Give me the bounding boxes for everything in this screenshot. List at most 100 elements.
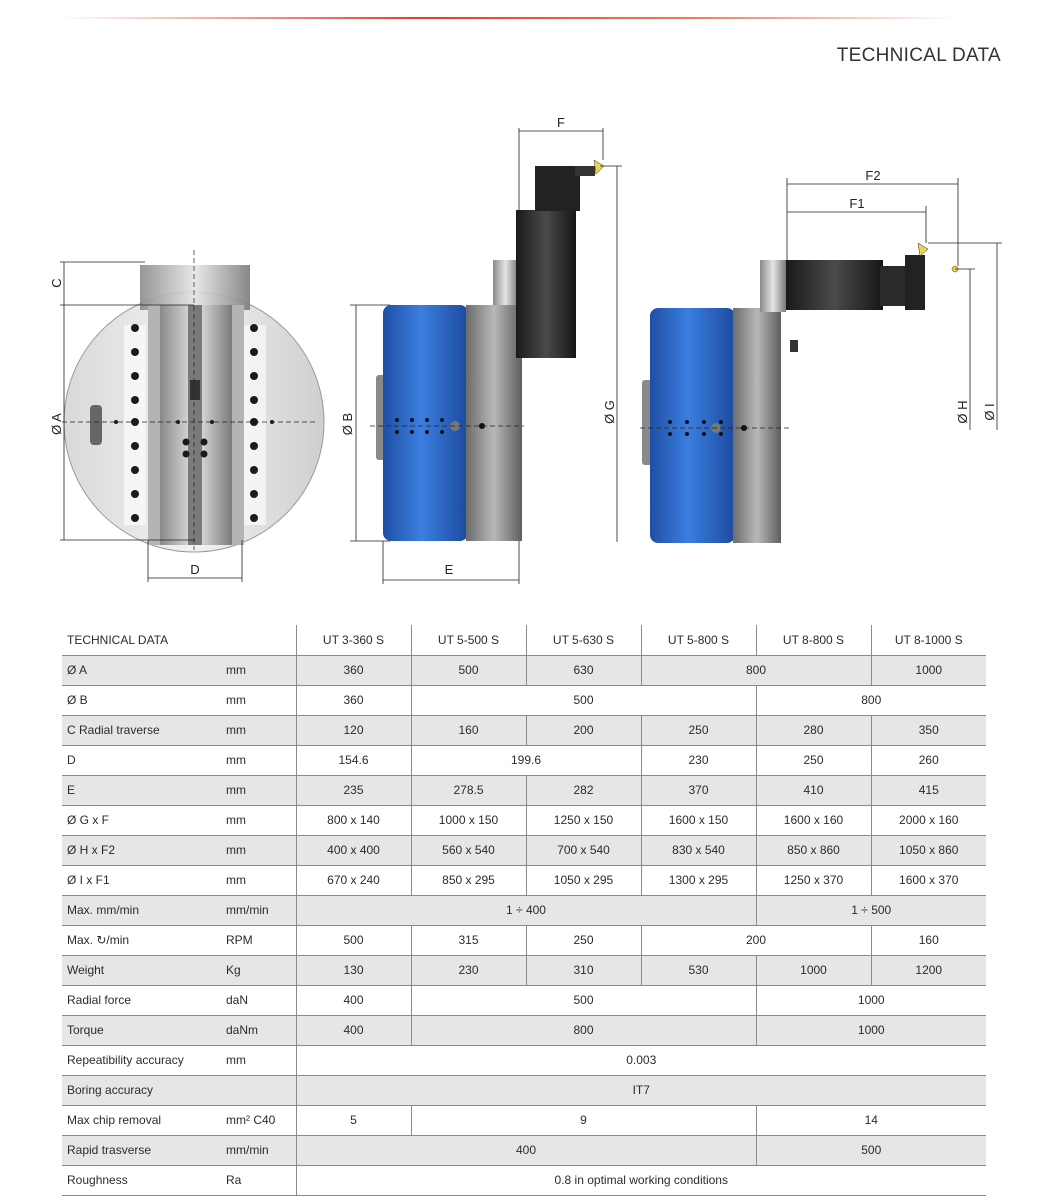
value-cell: 500 (295, 925, 411, 956)
unit-cell: mm (222, 805, 296, 836)
label-f2: F2 (865, 168, 880, 183)
value-cell: 360 (295, 655, 411, 686)
value-cell: 830 x 540 (640, 835, 756, 866)
label-c: C (49, 278, 64, 287)
value-cell: 235 (295, 775, 411, 806)
param-cell: Repeatibility accuracy (62, 1045, 222, 1076)
value-cell: 1000 (870, 655, 986, 686)
param-cell: Ø G x F (62, 805, 222, 836)
technical-data-table: TECHNICAL DATA UT 3-360 S UT 5-500 S UT … (62, 625, 986, 1196)
param-cell: Torque (62, 1015, 222, 1046)
value-cell: 120 (295, 715, 411, 746)
label-i: Ø I (982, 403, 997, 420)
value-cell: 230 (410, 955, 526, 986)
param-cell: Rapid trasverse (62, 1135, 222, 1166)
dimension-a (60, 305, 195, 541)
value-cell: 160 (870, 925, 986, 956)
unit-cell (222, 1075, 296, 1106)
value-cell: 400 x 400 (295, 835, 411, 866)
value-cell: 250 (525, 925, 641, 956)
value-cell: 400 (295, 1015, 411, 1046)
param-cell: C Radial traverse (62, 715, 222, 746)
value-cell: 1000 (755, 985, 986, 1016)
front-view-disc (62, 250, 325, 553)
technical-drawing: C Ø A D (0, 100, 1048, 600)
param-cell: Max. ↻/min (62, 925, 222, 956)
unit-cell: mm (222, 685, 296, 716)
value-cell: 14 (755, 1105, 986, 1136)
unit-cell: daN (222, 985, 296, 1016)
value-cell: 500 (410, 685, 756, 716)
page-title: TECHNICAL DATA (836, 45, 1001, 66)
value-cell: 1000 x 150 (410, 805, 526, 836)
model-header: UT 5-500 S (410, 625, 526, 656)
param-cell: Max chip removal (62, 1105, 222, 1136)
value-cell: 200 (640, 925, 871, 956)
value-cell: 0.8 in optimal working conditions (295, 1165, 986, 1196)
value-cell: 500 (410, 985, 756, 1016)
value-cell: 250 (755, 745, 871, 776)
unit-cell: Ra (222, 1165, 296, 1196)
value-cell: 1300 x 295 (640, 865, 756, 896)
dimension-c (60, 261, 194, 306)
unit-cell: mm² C40 (222, 1105, 296, 1136)
unit-cell: mm (222, 1045, 296, 1076)
value-cell: 1600 x 370 (870, 865, 986, 896)
unit-cell: mm (222, 655, 296, 686)
value-cell: IT7 (295, 1075, 986, 1106)
value-cell: 280 (755, 715, 871, 746)
param-cell: Ø I x F1 (62, 865, 222, 896)
value-cell: 500 (755, 1135, 986, 1166)
value-cell: 800 x 140 (295, 805, 411, 836)
table-header-label: TECHNICAL DATA (62, 625, 296, 656)
label-h: Ø H (955, 400, 970, 423)
value-cell: 9 (410, 1105, 756, 1136)
unit-cell: mm/min (222, 895, 296, 926)
param-cell: Weight (62, 955, 222, 986)
model-header: UT 8-800 S (755, 625, 871, 656)
dimension-f1 (787, 206, 927, 243)
label-a: Ø A (49, 413, 64, 435)
value-cell: 310 (525, 955, 641, 986)
model-header: UT 5-800 S (640, 625, 756, 656)
unit-cell: mm (222, 715, 296, 746)
model-header: UT 5-630 S (525, 625, 641, 656)
value-cell: 400 (295, 1135, 756, 1166)
value-cell: 1050 x 295 (525, 865, 641, 896)
value-cell: 630 (525, 655, 641, 686)
label-d: D (190, 562, 199, 577)
unit-cell: RPM (222, 925, 296, 956)
dimension-e (382, 541, 520, 584)
param-cell: Ø B (62, 685, 222, 716)
value-cell: 1250 x 150 (525, 805, 641, 836)
value-cell: 410 (755, 775, 871, 806)
param-cell: Ø A (62, 655, 222, 686)
param-cell: D (62, 745, 222, 776)
value-cell: 350 (870, 715, 986, 746)
value-cell: 230 (640, 745, 756, 776)
label-f: F (557, 115, 565, 130)
value-cell: 1000 (755, 1015, 986, 1046)
value-cell: 315 (410, 925, 526, 956)
value-cell: 670 x 240 (295, 865, 411, 896)
unit-cell: Kg (222, 955, 296, 986)
unit-cell: mm (222, 775, 296, 806)
value-cell: 850 x 860 (755, 835, 871, 866)
unit-cell: mm (222, 745, 296, 776)
value-cell: 200 (525, 715, 641, 746)
param-cell: Roughness (62, 1165, 222, 1196)
param-cell: Max. mm/min (62, 895, 222, 926)
side-view-extended-tool (640, 242, 959, 543)
